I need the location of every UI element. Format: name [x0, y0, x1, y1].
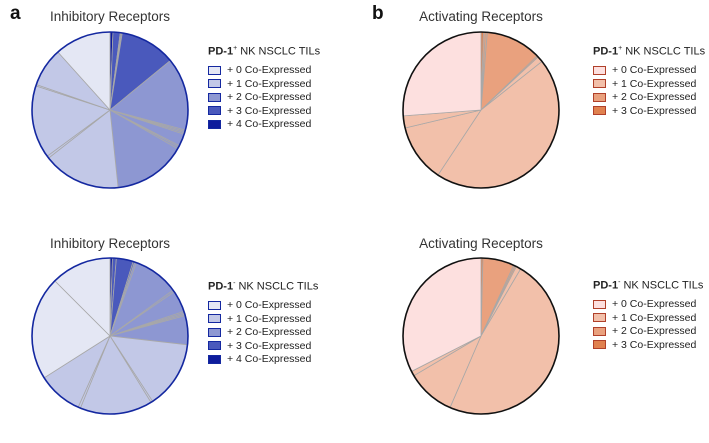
legend-swatch: [208, 341, 221, 351]
pie-outline: [31, 257, 189, 415]
legend-item: + 1 Co-Expressed: [208, 312, 318, 326]
legend-swatch: [593, 340, 606, 350]
legend-swatch: [593, 299, 606, 309]
panel-label-a: a: [10, 3, 21, 24]
legend-swatch: [208, 314, 221, 324]
legend-inhibitory-pd1-neg: PD-1- NK NSCLC TILs + 0 Co-Expressed+ 1 …: [208, 280, 318, 366]
pie-chart-activating-pd1-pos: [402, 31, 560, 189]
pie-chart-inhibitory-pd1-neg: [31, 257, 189, 415]
pie-title-activating-pd1-neg: Activating Receptors: [419, 236, 543, 251]
legend-swatch: [208, 92, 221, 102]
legend-label: + 2 Co-Expressed: [227, 326, 312, 339]
legend-label: + 3 Co-Expressed: [227, 339, 312, 352]
legend-label: + 0 Co-Expressed: [612, 298, 697, 311]
legend-swatch: [593, 65, 606, 75]
legend-label: + 3 Co-Expressed: [612, 338, 697, 351]
pie-chart-inhibitory-pd1-pos: [31, 31, 189, 189]
legend-label: + 3 Co-Expressed: [612, 104, 697, 117]
pie-title-inhibitory-pd1-neg: Inhibitory Receptors: [49, 236, 171, 251]
legend-activating-pd1-pos: PD-1+ NK NSCLC TILs + 0 Co-Expressed+ 1 …: [593, 45, 705, 118]
legend-label: + 0 Co-Expressed: [227, 299, 312, 312]
legend-swatch: [593, 326, 606, 336]
legend-item: + 4 Co-Expressed: [208, 353, 318, 367]
legend-label: + 1 Co-Expressed: [612, 77, 697, 90]
legend-swatch: [593, 92, 606, 102]
legend-label: + 4 Co-Expressed: [227, 353, 312, 366]
legend-title: PD-1- NK NSCLC TILs: [593, 279, 704, 292]
legend-label: + 0 Co-Expressed: [227, 64, 312, 77]
legend-item: + 3 Co-Expressed: [593, 338, 703, 352]
pie-outline: [31, 31, 189, 189]
pie-chart-activating-pd1-neg: [402, 257, 560, 415]
legend-item: + 0 Co-Expressed: [208, 299, 318, 313]
pie-outline: [402, 257, 560, 415]
legend-title: PD-1- NK NSCLC TILs: [208, 280, 319, 293]
pie-title-activating-pd1-pos: Activating Receptors: [419, 9, 543, 24]
legend-label: + 1 Co-Expressed: [227, 77, 312, 90]
legend-inhibitory-pd1-pos: PD-1+ NK NSCLC TILs + 0 Co-Expressed+ 1 …: [208, 45, 320, 131]
legend-item: + 1 Co-Expressed: [208, 77, 320, 91]
legend-swatch: [208, 119, 221, 129]
pie-title-inhibitory-pd1-pos: Inhibitory Receptors: [49, 9, 171, 24]
legend-swatch: [593, 79, 606, 89]
pie-outline: [402, 31, 560, 189]
legend-label: + 0 Co-Expressed: [612, 64, 697, 77]
legend-item: + 3 Co-Expressed: [208, 104, 320, 118]
legend-item: + 4 Co-Expressed: [208, 118, 320, 132]
legend-label: + 2 Co-Expressed: [612, 325, 697, 338]
legend-label: + 3 Co-Expressed: [227, 104, 312, 117]
legend-swatch: [208, 327, 221, 337]
legend-title: PD-1+ NK NSCLC TILs: [208, 45, 321, 58]
legend-swatch: [208, 354, 221, 364]
legend-swatch: [593, 313, 606, 323]
legend-label: + 2 Co-Expressed: [612, 91, 697, 104]
legend-label: + 1 Co-Expressed: [612, 311, 697, 324]
legend-item: + 0 Co-Expressed: [593, 64, 705, 78]
panel-label-b: b: [372, 3, 384, 24]
legend-swatch: [208, 106, 221, 116]
legend-label: + 1 Co-Expressed: [227, 312, 312, 325]
legend-item: + 0 Co-Expressed: [593, 298, 703, 312]
legend-item: + 3 Co-Expressed: [593, 104, 705, 118]
legend-title: PD-1+ NK NSCLC TILs: [593, 45, 706, 58]
legend-activating-pd1-neg: PD-1- NK NSCLC TILs + 0 Co-Expressed+ 1 …: [593, 279, 703, 352]
legend-item: + 1 Co-Expressed: [593, 311, 703, 325]
legend-swatch: [208, 300, 221, 310]
legend-item: + 2 Co-Expressed: [593, 325, 703, 339]
legend-item: + 2 Co-Expressed: [208, 326, 318, 340]
legend-label: + 2 Co-Expressed: [227, 91, 312, 104]
legend-item: + 0 Co-Expressed: [208, 64, 320, 78]
legend-item: + 2 Co-Expressed: [208, 91, 320, 105]
pie-slice: [402, 31, 482, 117]
legend-item: + 3 Co-Expressed: [208, 339, 318, 353]
legend-label: + 4 Co-Expressed: [227, 118, 312, 131]
legend-swatch: [593, 106, 606, 116]
legend-item: + 1 Co-Expressed: [593, 77, 705, 91]
legend-item: + 2 Co-Expressed: [593, 91, 705, 105]
legend-swatch: [208, 79, 221, 89]
legend-swatch: [208, 65, 221, 75]
